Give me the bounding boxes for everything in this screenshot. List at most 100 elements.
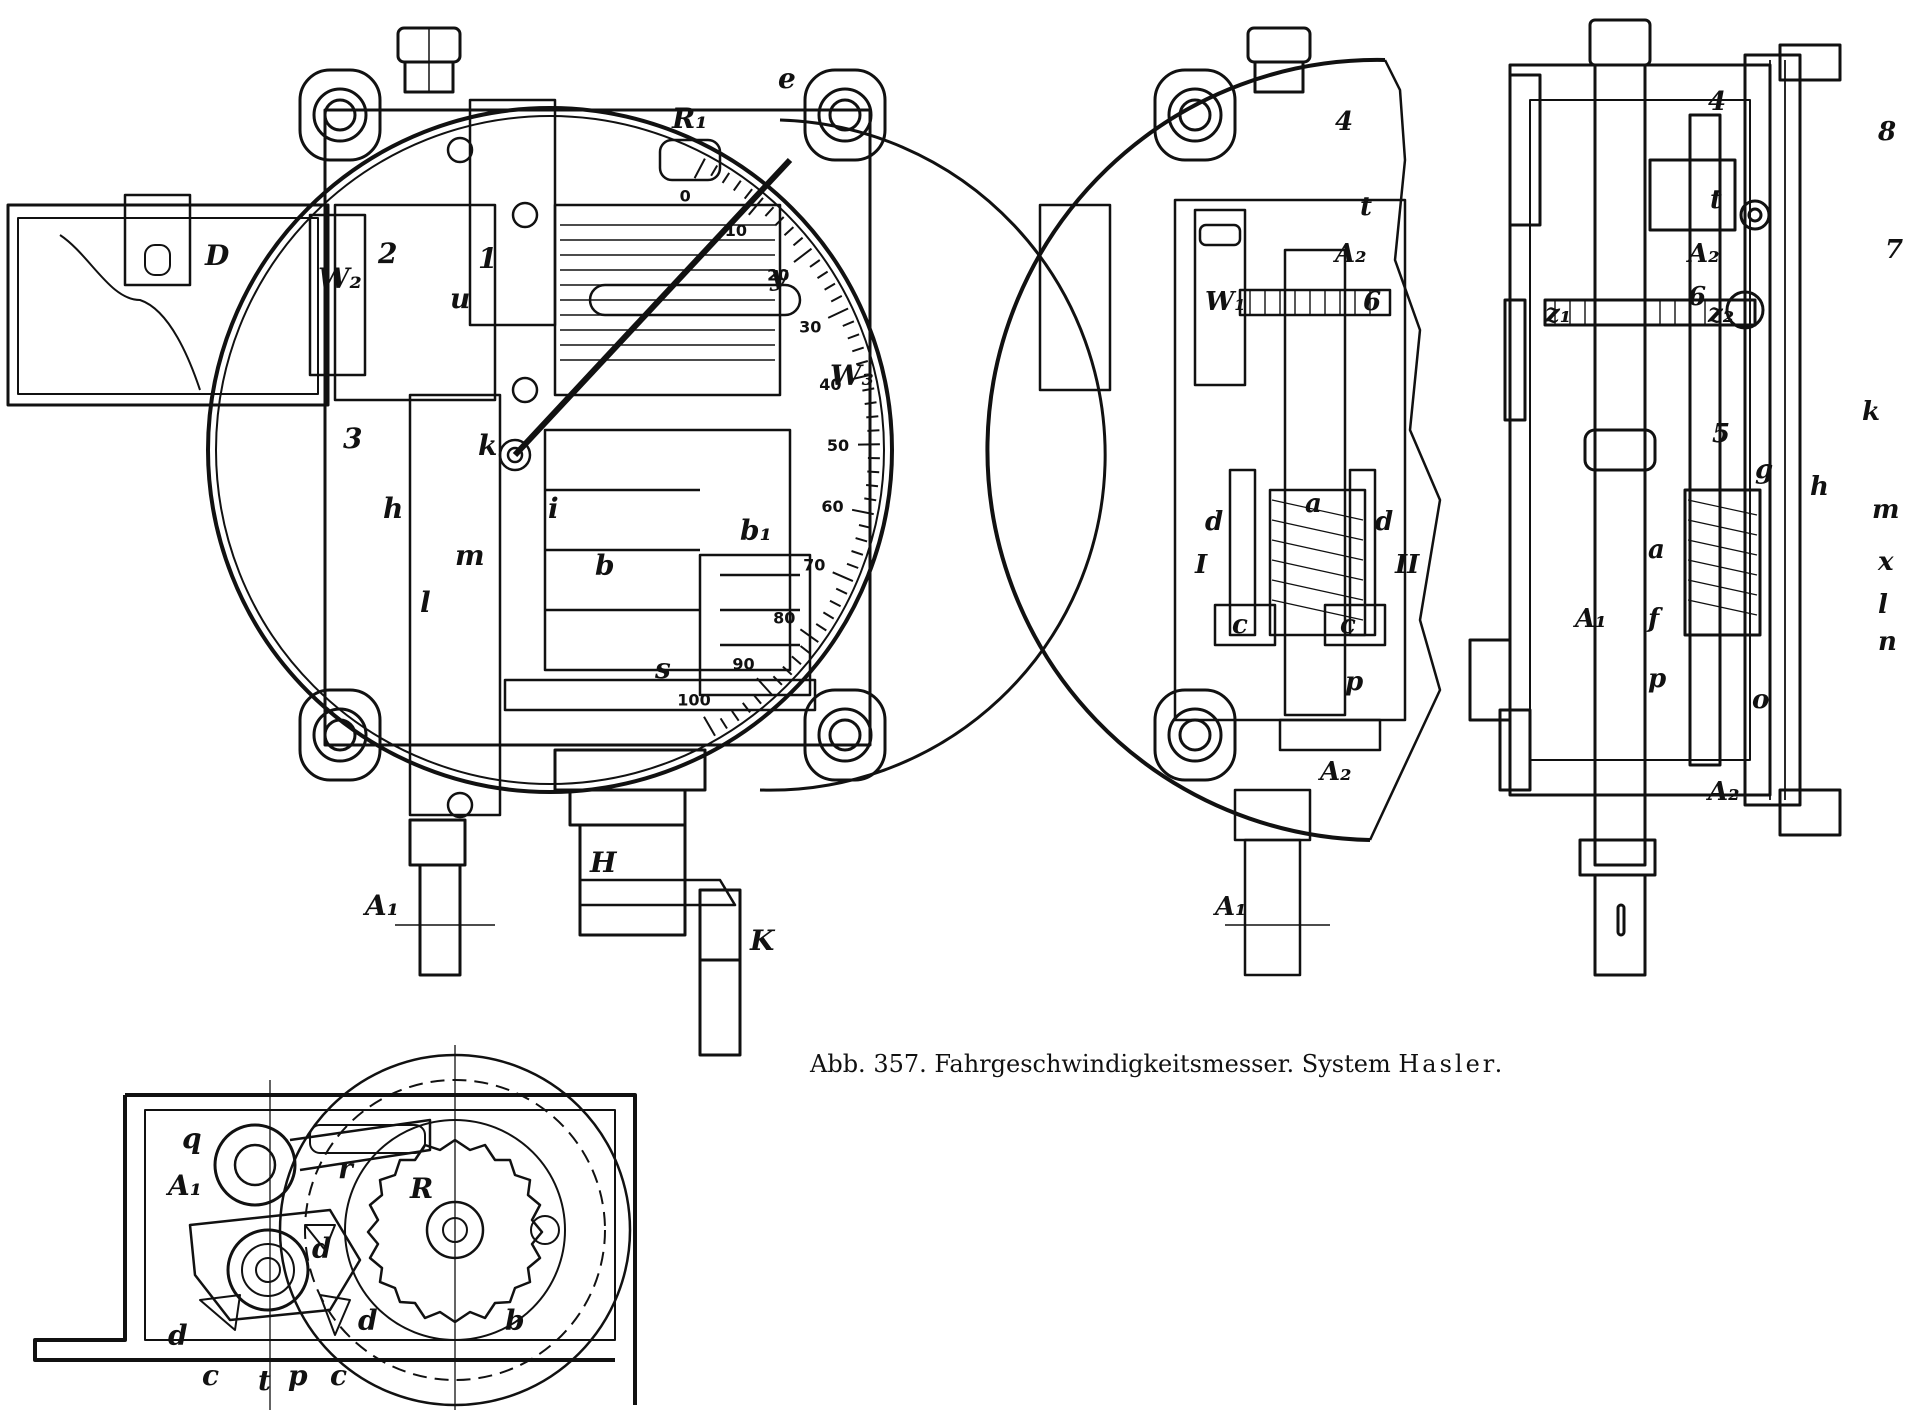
dial-tick-label: 70 [803, 555, 825, 574]
front-label-H: H [589, 846, 618, 879]
front-label-l: l [420, 586, 431, 619]
dial-tick [851, 508, 874, 516]
dial-tick [703, 716, 716, 737]
dial-tick [832, 571, 854, 583]
dial-tick [851, 346, 865, 353]
plan-label-p: p [288, 1359, 308, 1392]
dial-tick [774, 216, 785, 227]
dial-tick-label: 20 [767, 265, 789, 284]
side-section-view: 4 8 t A₂ 7 6 z₂ z₁ k 5 g h m a x A₁ f l … [1468, 18, 1903, 977]
side-label-5: 5 [1712, 419, 1730, 449]
dial-tick [742, 702, 751, 714]
side-label-a: a [1648, 535, 1665, 565]
side-label-g: g [1755, 455, 1773, 485]
plan-label-A1: A₁ [165, 1169, 202, 1202]
dial-tick [791, 655, 802, 665]
plan-label-d-left: d [168, 1319, 188, 1352]
front-label-u: u [450, 282, 470, 315]
middle-label-d-left: d [1205, 507, 1223, 537]
middle-label-A2-bottom: A₂ [1317, 757, 1352, 787]
side-label-h: h [1810, 472, 1829, 502]
side-label-n: n [1878, 627, 1897, 657]
middle-label-p: p [1345, 667, 1363, 697]
front-label-y: y [769, 259, 788, 292]
middle-label-I: I [1194, 550, 1208, 580]
side-label-z2: z₂ [1707, 299, 1734, 329]
dial-tick [772, 675, 783, 686]
front-label-k: k [478, 429, 497, 462]
side-label-l: l [1878, 590, 1888, 620]
side-label-m: m [1872, 495, 1900, 525]
front-label-i: i [548, 492, 559, 525]
front-top-nut [396, 26, 462, 94]
side-label-7: 7 [1885, 235, 1903, 265]
dial-tick [783, 226, 795, 236]
dial-tick [719, 717, 728, 730]
front-label-W3: W₃ [830, 359, 874, 392]
front-label-A1: A₁ [362, 889, 399, 922]
side-label-A2-bottom: A₂ [1705, 777, 1740, 807]
side-label-6: 6 [1688, 282, 1706, 312]
front-label-h: h [383, 492, 403, 525]
front-label-3: 3 [343, 422, 362, 455]
dial-tick [865, 484, 879, 488]
dial-tick [851, 550, 864, 556]
plan-label-r: r [338, 1152, 355, 1185]
dial-tick [815, 623, 827, 632]
dial-tick-label: 90 [732, 654, 754, 673]
dial-tick [827, 307, 849, 319]
front-dial-scale-arc [759, 118, 1107, 792]
dial-tick [842, 320, 855, 327]
front-label-D: D [204, 239, 230, 272]
dial-tick [847, 333, 860, 340]
dial-tick [731, 710, 740, 722]
dial-tick-label: 40 [819, 375, 841, 394]
caption-prefix: Abb. 357. Fahrgeschwindigkeitsmesser. Sy… [810, 1050, 1391, 1078]
middle-label-A2-top: A₂ [1332, 239, 1367, 269]
dial-tick [867, 470, 880, 474]
dial-tick [752, 693, 762, 705]
dial-tick [822, 611, 835, 620]
plan-view: q r A₁ R d d d b c t p c [33, 1045, 637, 1410]
plan-label-t: t [258, 1364, 271, 1397]
caption-system-name: Hasler. [1398, 1050, 1506, 1078]
dial-tick [830, 295, 843, 303]
dial-tick [866, 415, 879, 419]
front-side-box [6, 193, 330, 407]
dial-tick-label: 10 [725, 221, 747, 240]
front-mechanism [308, 98, 817, 819]
front-label-1: 1 [478, 242, 497, 275]
front-bottom-shafts [395, 748, 742, 1057]
dial-tick [864, 497, 877, 502]
dial-tick [799, 645, 811, 655]
front-dial-bezel [206, 106, 894, 794]
front-label-K: K [749, 924, 776, 957]
middle-label-a: a [1305, 489, 1322, 519]
dial-tick [867, 429, 880, 432]
middle-view: 4 t A₂ W₁ 6 d a d I II c c p A₂ A₁ [985, 26, 1442, 977]
dial-tick [792, 236, 804, 247]
dial-tick [710, 164, 719, 177]
middle-label-c-left: c [1232, 610, 1248, 640]
dial-tick [743, 188, 753, 200]
dial-tick [835, 587, 848, 595]
dial-tick [816, 270, 829, 279]
dial-tick-label: 60 [821, 497, 843, 516]
dial-tick-label: 100 [677, 690, 710, 709]
side-label-o: o [1752, 685, 1769, 715]
middle-label-II: II [1394, 550, 1420, 580]
front-label-R1: R₁ [671, 102, 708, 135]
dial-tick [864, 401, 877, 405]
middle-label-d-right: d [1375, 507, 1393, 537]
front-label-2: 2 [377, 237, 397, 270]
dial-tick [855, 537, 868, 543]
dial-tick [829, 599, 842, 608]
front-label-W2: W₂ [318, 262, 362, 295]
plan-label-b: b [505, 1304, 525, 1337]
dial-tick [862, 387, 875, 392]
dial-tick [693, 158, 706, 179]
dial-tick [809, 259, 821, 268]
plan-label-d-top: d [312, 1232, 332, 1265]
side-label-8: 8 [1877, 117, 1896, 147]
